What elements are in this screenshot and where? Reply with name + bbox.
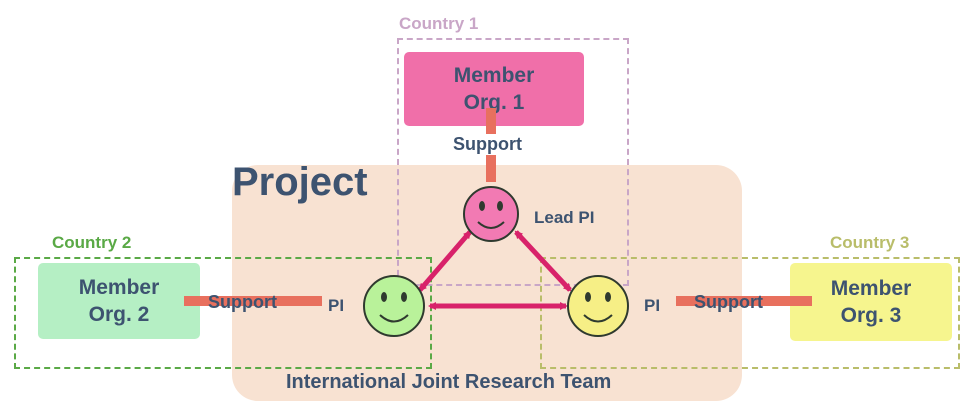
member-org-1-line2: Org. 1: [463, 91, 525, 114]
pi-country3-smiley-icon: [567, 275, 629, 337]
member-org-1-line1: Member: [453, 64, 535, 87]
country-2-label: Country 2: [52, 233, 132, 252]
team-label: International Joint Research Team: [286, 371, 612, 393]
country-1-region: [397, 38, 629, 286]
member-org-3-line1: Member: [830, 277, 912, 300]
member-org-3-line2: Org. 3: [840, 304, 902, 327]
support-label-1: Support: [451, 134, 524, 155]
support-label-3: Support: [694, 292, 763, 312]
pi-country3-label: PI: [644, 296, 661, 315]
support-connector-2: [184, 296, 322, 306]
country-2-region: [14, 257, 432, 369]
member-org-2-line2: Org. 2: [88, 303, 150, 326]
lead-pi-smiley-icon: [463, 186, 519, 242]
country-3-label: Country 3: [830, 233, 910, 252]
pi-country2-smiley-icon: [363, 275, 425, 337]
project-label: Project: [232, 160, 368, 204]
support-connector-3: [676, 296, 812, 306]
country-1-label: Country 1: [399, 14, 479, 33]
arrow-leadpi-pi2: [418, 230, 472, 292]
arrow-leadpi-pi3: [514, 230, 572, 292]
pi-country2-label: PI: [328, 296, 345, 315]
country-3-region: [540, 257, 960, 369]
support-label-2: Support: [208, 292, 277, 312]
member-org-2-line1: Member: [78, 276, 160, 299]
lead-pi-label: Lead PI: [534, 208, 595, 227]
